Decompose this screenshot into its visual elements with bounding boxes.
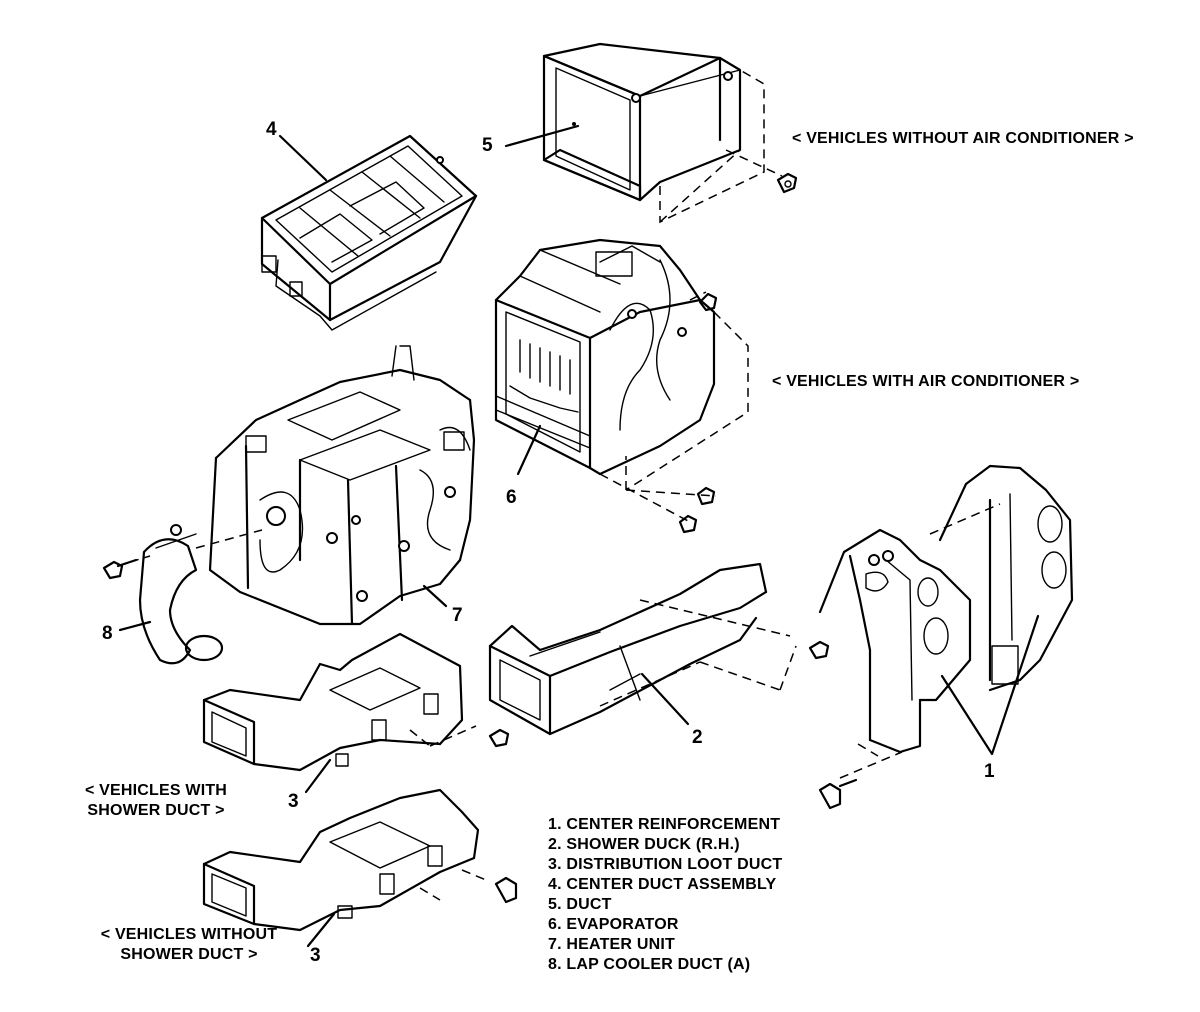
callout-3-with-shower: 3 <box>288 791 299 812</box>
evaporator-6 <box>494 238 749 534</box>
caption-without-air-conditioner: < VEHICLES WITHOUT AIR CONDITIONER > <box>792 130 1134 147</box>
caption-with-air-conditioner: < VEHICLES WITH AIR CONDITIONER > <box>772 373 1080 390</box>
leader-8 <box>118 620 152 632</box>
callout-1: 1 <box>984 761 995 782</box>
leader-4 <box>278 134 328 182</box>
caption-with-shower-duct: < VEHICLES WITH SHOWER DUCT > <box>68 783 244 819</box>
caption-with-shower-duct-line1: < VEHICLES WITH <box>84 782 228 799</box>
callout-6: 6 <box>506 487 517 508</box>
legend-item-5: 5. DUCT <box>548 896 612 913</box>
callout-2: 2 <box>692 727 703 748</box>
caption-with-shower-duct-line2: SHOWER DUCT > <box>87 802 225 819</box>
legend-item-4: 4. CENTER DUCT ASSEMBLY <box>548 876 777 893</box>
callout-8: 8 <box>102 623 113 644</box>
leader-2 <box>640 672 690 726</box>
leader-3b <box>306 912 336 948</box>
legend-item-2: 2. SHOWER DUCK (R.H.) <box>548 836 740 853</box>
legend-item-8: 8. LAP COOLER DUCT (A) <box>548 956 751 973</box>
callout-3-without-shower: 3 <box>310 945 321 966</box>
leader-7 <box>422 584 448 608</box>
center-duct-assembly-4 <box>260 134 478 331</box>
distribution-duct-3-with-shower <box>202 632 510 772</box>
caption-without-shower-duct: < VEHICLES WITHOUT SHOWER DUCT > <box>84 927 294 963</box>
callout-7: 7 <box>452 605 463 626</box>
legend-item-7: 7. HEATER UNIT <box>548 936 675 953</box>
leader-6 <box>516 424 542 476</box>
caption-without-shower-duct-line2: SHOWER DUCT > <box>120 946 258 963</box>
shower-duct-2 <box>488 562 830 736</box>
callout-5: 5 <box>482 135 493 156</box>
legend-item-1: 1. CENTER REINFORCEMENT <box>548 816 781 833</box>
leader-3a <box>304 758 332 794</box>
duct-5 <box>542 42 798 224</box>
caption-without-shower-duct-line1: < VEHICLES WITHOUT <box>100 926 278 943</box>
heater-unit-7 <box>208 345 476 626</box>
distribution-duct-3-without-shower <box>202 788 518 932</box>
center-reinforcement-1 <box>818 464 1074 810</box>
leader-1 <box>940 614 1040 756</box>
leader-5 <box>504 124 580 148</box>
legend-item-6: 6. EVAPORATOR <box>548 916 679 933</box>
callout-4: 4 <box>266 119 277 140</box>
legend-item-3: 3. DISTRIBUTION LOOT DUCT <box>548 856 783 873</box>
lap-cooler-duct-8 <box>102 524 263 665</box>
